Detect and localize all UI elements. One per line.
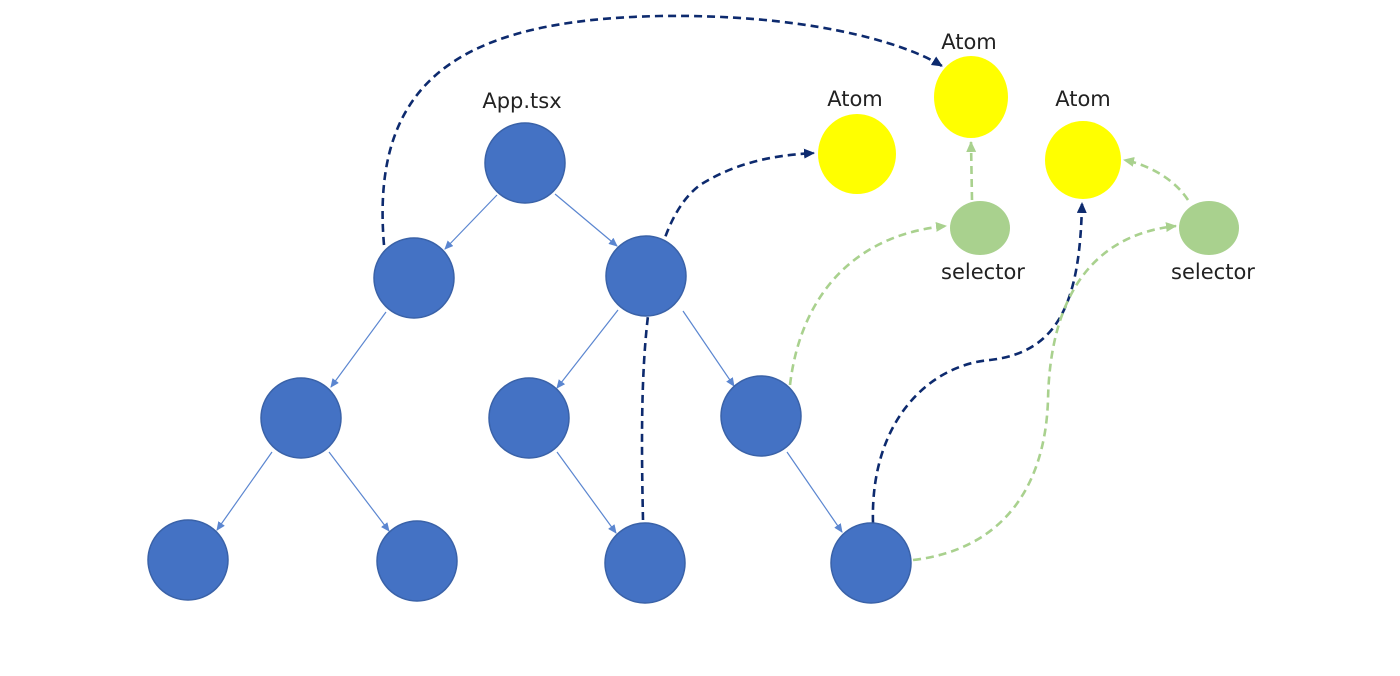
tree-edge — [444, 194, 498, 250]
component-node — [605, 235, 687, 317]
atom-label: Atom — [827, 87, 883, 111]
selector-links — [788, 141, 1190, 562]
selector-label: selector — [1171, 260, 1255, 284]
atom-node — [818, 114, 896, 194]
atom-label: Atom — [1055, 87, 1111, 111]
component-node — [376, 520, 458, 602]
atom-node — [1045, 121, 1121, 199]
component-nodes — [147, 122, 912, 604]
component-node — [604, 522, 686, 604]
selector-node — [1179, 201, 1239, 255]
component-tree-edges — [216, 193, 843, 534]
selector-node — [950, 201, 1010, 255]
atom-link — [871, 202, 1087, 524]
tree-edge — [330, 311, 387, 388]
tree-edge — [554, 193, 618, 247]
root-label: App.tsx — [482, 89, 561, 113]
component-node — [720, 375, 802, 457]
selector-link — [966, 141, 977, 201]
selector-nodes — [950, 201, 1239, 255]
component-node — [260, 377, 342, 459]
component-node — [147, 519, 229, 601]
tree-edge — [556, 451, 617, 534]
component-node-root — [484, 122, 566, 204]
atom-node — [934, 56, 1008, 138]
tree-edge — [786, 451, 843, 533]
atom-link — [640, 148, 815, 521]
tree-edge — [216, 451, 273, 531]
component-node — [830, 522, 912, 604]
selector-link — [788, 221, 947, 386]
tree-edge — [682, 310, 735, 387]
component-node — [488, 377, 570, 459]
selector-link — [1123, 156, 1190, 201]
atom-nodes — [818, 56, 1121, 199]
selector-label: selector — [941, 260, 1025, 284]
component-node — [373, 237, 455, 319]
tree-edge — [328, 451, 390, 532]
atom-label: Atom — [941, 30, 997, 54]
tree-edge — [556, 309, 619, 389]
atom-links — [381, 14, 1087, 524]
atom-link — [381, 14, 943, 246]
